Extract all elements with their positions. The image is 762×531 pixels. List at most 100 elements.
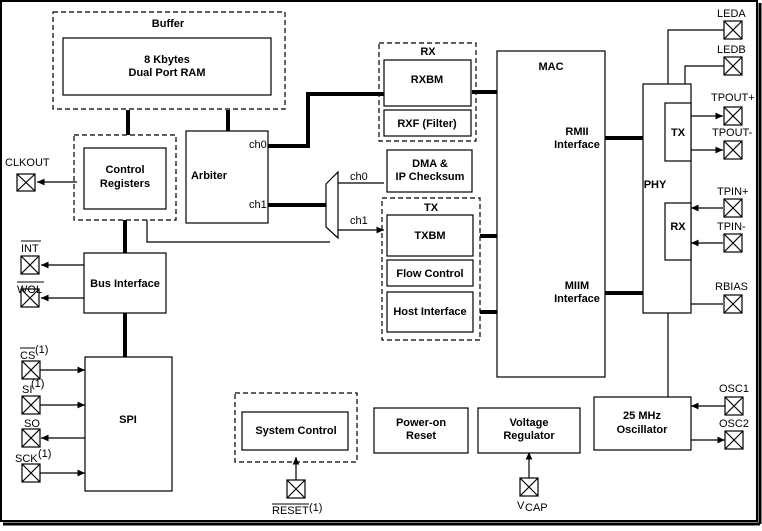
pin-tpout-minus-box xyxy=(723,140,743,160)
control-group xyxy=(73,134,177,221)
phy-label: PHY xyxy=(644,179,667,191)
por-label-line2: Reset xyxy=(406,430,436,442)
pin-osc1-label: OSC1 xyxy=(719,383,749,395)
pin-ledb-box xyxy=(723,56,743,76)
pin-cs-box xyxy=(21,360,41,380)
pin-tpin-plus-box xyxy=(723,198,743,218)
arbiter-label: Arbiter xyxy=(191,170,228,182)
ram-label-line1: 8 Kbytes xyxy=(144,54,190,66)
txbm-label: TXBM xyxy=(414,230,445,242)
rxbm-box xyxy=(383,59,472,107)
bus-interface-box xyxy=(83,252,167,314)
pin-si-label: SI xyxy=(22,384,32,396)
rx-group-label: RX xyxy=(420,46,436,58)
spi-label: SPI xyxy=(119,414,137,426)
pin-tpout-plus-label: TPOUT+ xyxy=(711,92,755,104)
flow-control-box xyxy=(386,259,474,287)
pin-rbias-box xyxy=(723,294,743,314)
pin-reset-label: RESET xyxy=(272,505,309,517)
miim-label-line2: Interface xyxy=(554,293,600,305)
dma-label-line2: IP Checksum xyxy=(396,171,465,183)
pin-si-box xyxy=(21,395,41,415)
pin-tpout-minus-label: TPOUT- xyxy=(712,127,753,139)
pin-osc2-box xyxy=(724,430,744,450)
arbiter-ch1-label: ch1 xyxy=(249,199,267,211)
rxf-label: RXF (Filter) xyxy=(397,118,457,130)
buffer-group xyxy=(52,11,286,110)
pin-cs-note: (1) xyxy=(35,344,48,356)
pin-tpin-plus-label: TPIN+ xyxy=(717,186,748,198)
dashed-groups xyxy=(52,11,481,463)
power-on-reset-box xyxy=(373,407,469,454)
dma-label-line1: DMA & xyxy=(412,158,448,170)
oscillator-label-line1: 25 MHz xyxy=(623,410,661,422)
pin-wol-box xyxy=(20,288,40,308)
pin-clkout-label: CLKOUT xyxy=(5,157,50,169)
host-interface-box xyxy=(386,291,474,333)
diagram-frame xyxy=(0,0,758,522)
pin-cs-label: CS xyxy=(20,350,35,362)
phy-tx-label: TX xyxy=(671,127,686,139)
pin-vcap-subscript: CAP xyxy=(525,502,548,514)
control-registers-box xyxy=(83,147,167,210)
signal-arrows xyxy=(37,112,725,480)
pin-rbias-label: RBIAS xyxy=(715,281,748,293)
thin-wires xyxy=(146,29,724,397)
control-label-line1: Control xyxy=(105,164,144,176)
pin-sck-note: (1) xyxy=(38,448,51,460)
mac-box xyxy=(496,50,606,378)
control-label-line2: Registers xyxy=(100,178,150,190)
pin-sck-label: SCK xyxy=(15,453,38,465)
mux-ch0-label: ch0 xyxy=(350,171,368,183)
arbiter-ch0-label: ch0 xyxy=(249,139,267,151)
bus-lines xyxy=(123,90,643,357)
phy-rx-label: RX xyxy=(670,221,686,233)
host-interface-label: Host Interface xyxy=(393,306,466,318)
flow-control-label: Flow Control xyxy=(396,268,463,280)
pin-so-box xyxy=(21,428,41,448)
miim-label-line1: MIIM xyxy=(565,280,589,292)
active-low-overlines xyxy=(17,240,309,505)
pin-ledb-label: LEDB xyxy=(717,44,746,56)
rxf-box xyxy=(383,109,472,137)
tx-group-label: TX xyxy=(424,202,439,214)
rx-group xyxy=(378,42,477,142)
pin-leda-box xyxy=(723,20,743,40)
arbiter-box xyxy=(185,130,269,224)
pin-clkout-box xyxy=(16,173,36,192)
system-control-box xyxy=(241,411,349,451)
pin-si-note: (1) xyxy=(31,378,44,390)
oscillator-label-line2: Oscillator xyxy=(617,424,668,436)
phy-tx-box xyxy=(664,102,692,162)
pin-leda-label: LEDA xyxy=(717,8,746,20)
pin-reset-note: (1) xyxy=(309,502,322,514)
por-label-line1: Power-on xyxy=(396,417,446,429)
phy-rx-box xyxy=(664,202,692,261)
rxbm-label: RXBM xyxy=(411,74,443,86)
dual-port-ram-box xyxy=(62,37,272,96)
pin-int-label: INT xyxy=(21,243,39,255)
pin-int-box xyxy=(20,255,40,275)
rmii-label-line1: RMII xyxy=(565,126,588,138)
pin-vcap-box xyxy=(519,477,539,497)
oscillator-box xyxy=(593,396,692,451)
pin-tpout-plus-box xyxy=(723,106,743,126)
mux-shape xyxy=(325,170,339,240)
pin-osc1-box xyxy=(724,396,744,416)
mac-label: MAC xyxy=(538,61,563,73)
spi-box xyxy=(84,356,173,492)
pin-reset-box xyxy=(286,479,306,499)
pin-vcap-label: V xyxy=(517,500,525,512)
pin-sck-box xyxy=(21,463,41,483)
voltage-regulator-box xyxy=(477,407,581,454)
pin-osc2-label: OSC2 xyxy=(719,418,749,430)
system-control-label: System Control xyxy=(255,425,336,437)
pin-boxes xyxy=(16,20,744,499)
buffer-label: Buffer xyxy=(152,18,185,30)
rmii-label-line2: Interface xyxy=(554,139,600,151)
mux-ch1-label: ch1 xyxy=(350,215,368,227)
pin-so-label: SO xyxy=(24,418,40,430)
system-control-group xyxy=(234,392,358,463)
